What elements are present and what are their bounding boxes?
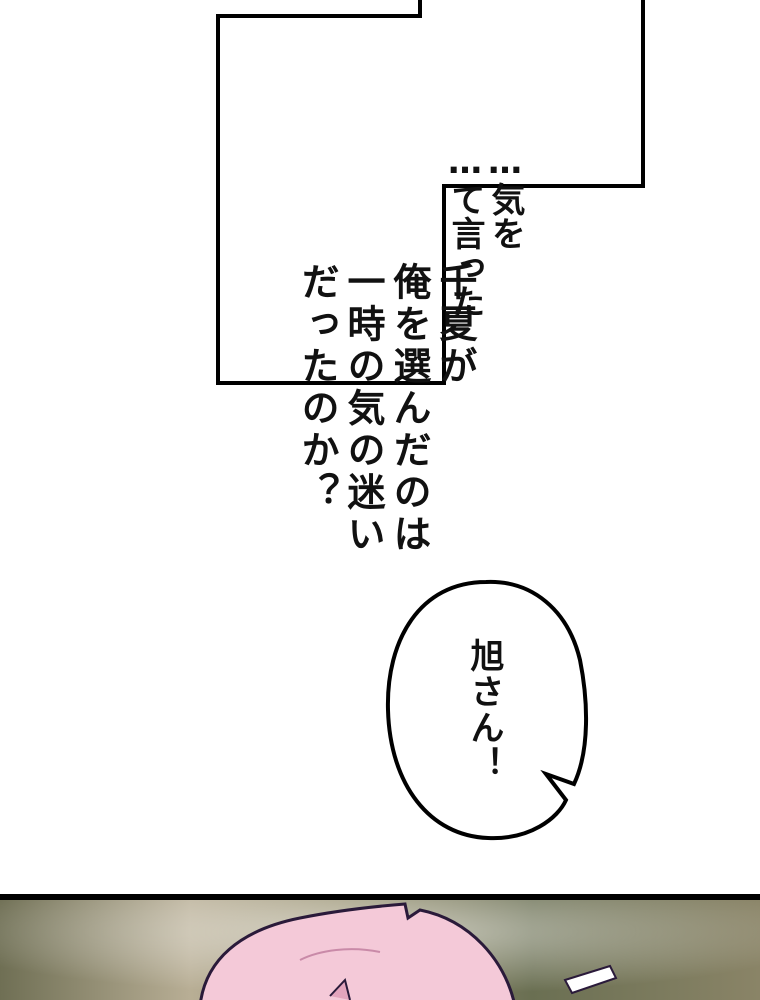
- narration-line: だったのか？: [295, 262, 339, 514]
- narration-top-line: …て言った: [445, 142, 485, 318]
- character-illustration: [0, 900, 760, 1000]
- narration-line: 俺を選んだのは: [387, 262, 431, 556]
- narration-top-line: …気を: [485, 142, 525, 250]
- narration-line: 一時の気の迷い: [341, 262, 385, 556]
- illustration-panel: [0, 894, 760, 1000]
- character-hair: [199, 902, 515, 1000]
- narration-box: [216, 0, 645, 385]
- narration-top-text: …気を …て言った: [405, 0, 565, 318]
- narration-line: 千夏が: [433, 262, 477, 388]
- narration-main-text: 千夏が 俺を選んだのは 一時の気の迷い だったのか？: [248, 70, 524, 556]
- speech-bubble-text: 旭さん！: [464, 638, 504, 782]
- speech-bubble: [385, 579, 589, 841]
- motion-line: [563, 964, 618, 995]
